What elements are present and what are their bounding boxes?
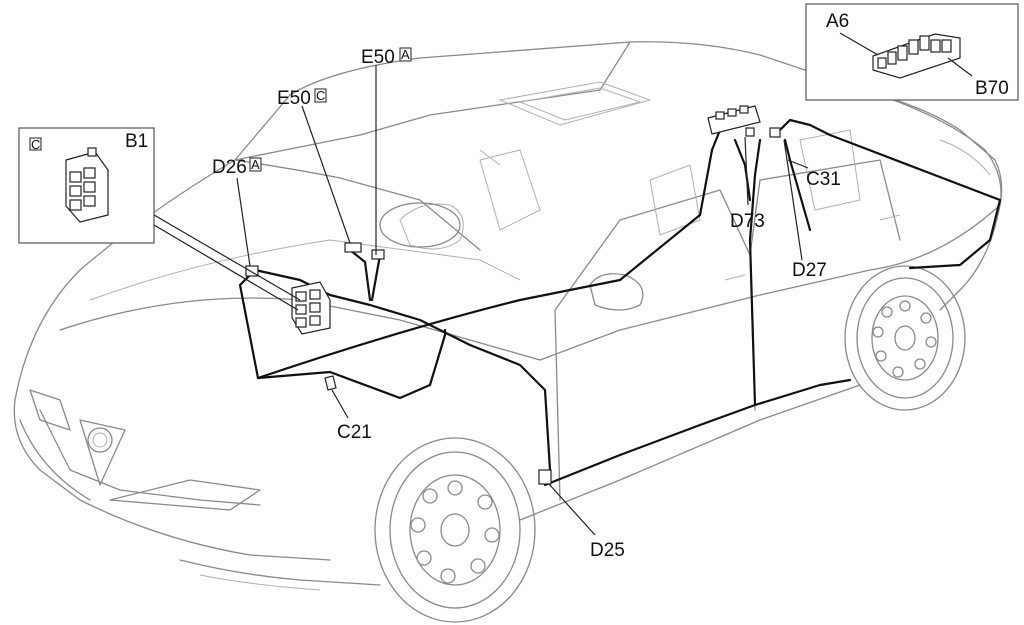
car-body [13, 41, 1003, 591]
fuse-box-b1 [291, 281, 331, 335]
inset-b1: C B1 [18, 127, 301, 311]
label-b1: B1 [125, 131, 148, 152]
callouts: E50 A E50 C D26 A C31 D73 D27 C21 D25 [212, 47, 841, 561]
front-wheel [374, 437, 536, 623]
connector-c21 [324, 375, 337, 391]
label-d25: D25 [590, 540, 625, 561]
label-c21: C21 [337, 422, 372, 443]
connector-e50 [344, 242, 385, 260]
label-e50-a-box: A [401, 47, 410, 62]
label-c31: C31 [806, 169, 841, 190]
wiring-harness [238, 118, 1002, 487]
connector-d73-block [707, 105, 761, 137]
label-e50-c: E50 [277, 88, 311, 109]
label-a6: A6 [826, 11, 849, 32]
label-e50-c-box: C [316, 88, 325, 103]
label-d26-a-box: A [251, 157, 260, 172]
connector-d25 [538, 469, 552, 485]
label-d73: D73 [730, 211, 765, 232]
connector-d26 [245, 265, 259, 277]
leader-lines [236, 65, 809, 536]
label-b70: B70 [975, 78, 1009, 99]
label-d26-a: D26 [212, 157, 247, 178]
connector-c31 [769, 127, 781, 138]
inset-b1-letter: C [31, 137, 40, 152]
label-e50-a: E50 [361, 47, 395, 68]
inset-a6-b70: A6 B70 [805, 3, 1019, 101]
label-d27: D27 [792, 260, 827, 281]
rear-wheel [844, 265, 966, 411]
